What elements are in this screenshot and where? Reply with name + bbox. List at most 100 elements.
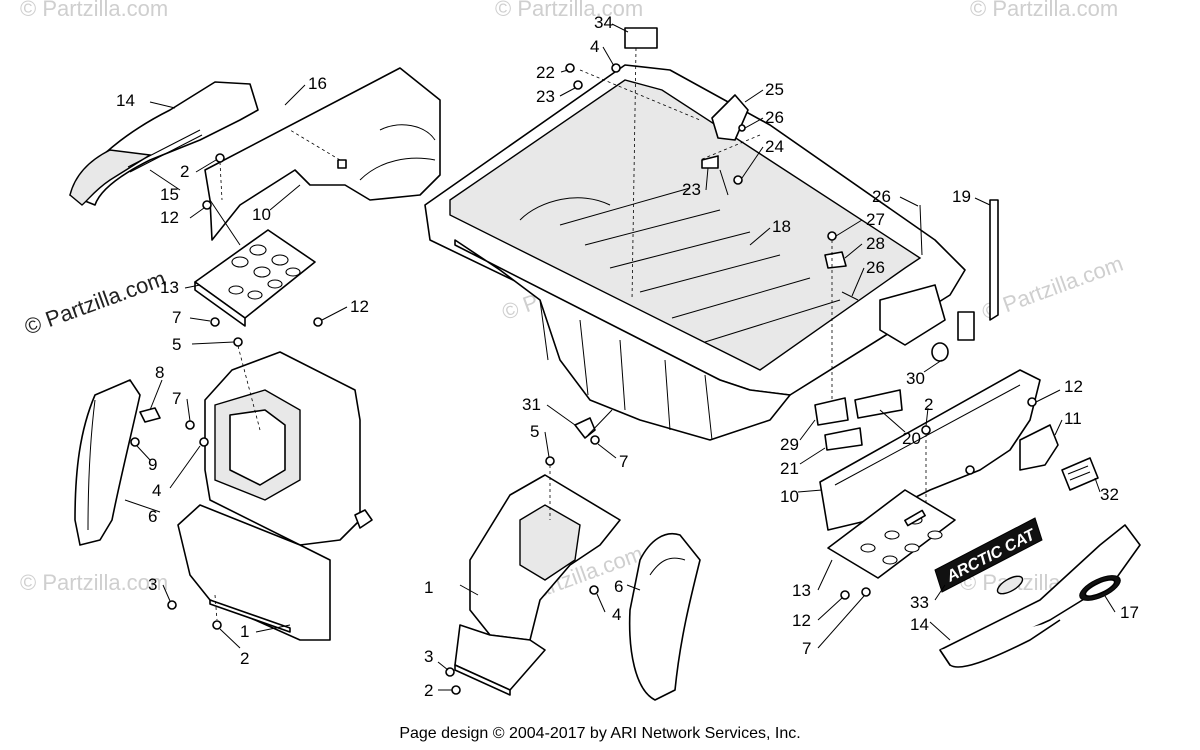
copyright-footer: Page design © 2004-2017 by ARI Network S… xyxy=(399,725,800,742)
callout-numbers: 34 4 22 23 25 26 24 23 14 16 2 15 12 10 … xyxy=(116,13,1139,700)
left-splash-shield xyxy=(74,379,141,546)
right-side-cover xyxy=(819,369,1041,531)
callout-1: 1 xyxy=(424,578,433,597)
callout-9: 9 xyxy=(148,455,157,474)
screw-7d xyxy=(861,587,871,597)
callout-7: 7 xyxy=(802,639,811,658)
center-lower-assembly xyxy=(445,435,701,701)
cargo-box xyxy=(424,27,999,451)
label-34 xyxy=(624,27,658,49)
callout-21: 21 xyxy=(780,459,799,478)
washer-4c xyxy=(589,585,599,595)
callout-33: 33 xyxy=(910,593,929,612)
callout-20: 20 xyxy=(902,429,921,448)
callout-22: 22 xyxy=(536,63,555,82)
watermark-top-center: © Partzilla.com xyxy=(495,0,643,21)
callout-4: 4 xyxy=(612,605,621,624)
callout-12: 12 xyxy=(160,208,179,227)
screw-2a xyxy=(215,153,225,163)
left-fender-assembly xyxy=(69,67,441,327)
washer-27 xyxy=(827,231,837,241)
callout-19: 19 xyxy=(952,187,971,206)
watermark-right: © Partzilla.com xyxy=(978,251,1126,325)
center-splash-shield xyxy=(628,533,701,701)
screw-2b xyxy=(212,620,222,630)
callout-3: 3 xyxy=(148,575,157,594)
callout-7: 7 xyxy=(619,452,628,471)
callout-10: 10 xyxy=(780,487,799,506)
bracket-8 xyxy=(139,407,161,423)
callout-13: 13 xyxy=(160,278,179,297)
screw-5a xyxy=(233,337,243,347)
callout-2: 2 xyxy=(924,395,933,414)
callout-31: 31 xyxy=(522,395,541,414)
callout-8: 8 xyxy=(155,363,164,382)
bolt-24 xyxy=(733,175,743,185)
callout-4: 4 xyxy=(590,37,599,56)
callout-26: 26 xyxy=(872,187,891,206)
screw-7c xyxy=(590,435,600,445)
pin-26a xyxy=(738,124,746,132)
callout-27: 27 xyxy=(866,210,885,229)
callout-23: 23 xyxy=(682,180,701,199)
screw-5b xyxy=(545,456,555,466)
nut-12b xyxy=(313,317,323,327)
nut-12d xyxy=(840,590,850,600)
callout-15: 15 xyxy=(160,185,179,204)
callout-5: 5 xyxy=(530,422,539,441)
callout-30: 30 xyxy=(906,369,925,388)
callout-12: 12 xyxy=(1064,377,1083,396)
callout-28: 28 xyxy=(866,234,885,253)
washer-23a xyxy=(573,80,583,90)
callout-7: 7 xyxy=(172,308,181,327)
callout-24: 24 xyxy=(765,137,784,156)
callout-13: 13 xyxy=(792,581,811,600)
left-fender-strip xyxy=(127,129,201,168)
watermark-bottom-left: © Partzilla.com xyxy=(20,570,168,595)
left-storage-housing-bottom xyxy=(177,504,331,641)
watermark-top-right: © Partzilla.com xyxy=(970,0,1118,21)
arctic-cat-decal xyxy=(934,517,1043,593)
screw-7a xyxy=(210,317,220,327)
callout-12: 12 xyxy=(350,297,369,316)
watermark-top-left: © Partzilla.com xyxy=(20,0,168,21)
block-20 xyxy=(854,389,903,419)
callout-4: 4 xyxy=(152,481,161,500)
callout-29: 29 xyxy=(780,435,799,454)
nut-9 xyxy=(130,437,140,447)
callout-26: 26 xyxy=(765,108,784,127)
left-side-cover xyxy=(204,67,441,241)
plate-28 xyxy=(824,251,847,269)
nut-12a xyxy=(202,200,212,210)
callout-18: 18 xyxy=(772,217,791,236)
callout-2: 2 xyxy=(240,649,249,668)
screw-7b xyxy=(185,420,195,430)
callout-26: 26 xyxy=(866,258,885,277)
callout-17: 17 xyxy=(1120,603,1139,622)
grommet-30 xyxy=(931,342,949,362)
block-29 xyxy=(814,397,849,426)
housing-clip xyxy=(354,509,373,529)
callout-11: 11 xyxy=(1064,409,1082,428)
block-21 xyxy=(824,427,863,451)
callout-10: 10 xyxy=(252,205,271,224)
callout-16: 16 xyxy=(308,74,327,93)
cargo-box-corner xyxy=(879,284,946,346)
cargo-box-floor xyxy=(449,79,922,371)
strip-11 xyxy=(1019,424,1059,471)
callout-2: 2 xyxy=(424,681,433,700)
callout-2: 2 xyxy=(180,162,189,181)
nut-12c xyxy=(1027,397,1037,407)
callout-3: 3 xyxy=(424,647,433,666)
strip-19 xyxy=(989,199,999,321)
bracket-19-clip xyxy=(957,311,975,341)
callout-14: 14 xyxy=(116,91,135,110)
callout-32: 32 xyxy=(1100,485,1119,504)
screw-2c xyxy=(921,425,931,435)
left-lower-assembly xyxy=(74,337,373,641)
callout-1: 1 xyxy=(240,622,249,641)
callout-12: 12 xyxy=(792,611,811,630)
left-fender-end-cap xyxy=(69,149,153,206)
callout-7: 7 xyxy=(172,389,181,408)
